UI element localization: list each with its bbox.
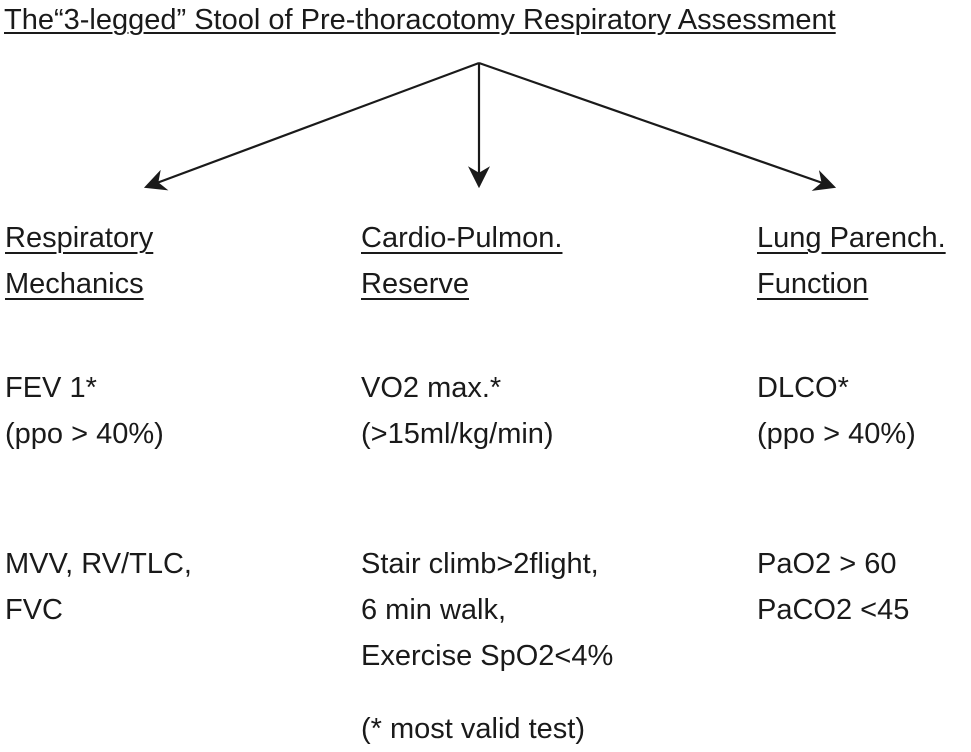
test-item: Exercise SpO2<4% — [361, 640, 614, 672]
heading-line: Cardio-Pulmon. — [361, 222, 563, 254]
heading-line: Function — [757, 268, 869, 300]
heading-line: Lung Parench. — [757, 222, 946, 254]
footnote: (* most valid test) — [361, 713, 585, 745]
secondary-tests-lung: PaO2 > 60 PaCO2 <45 — [757, 541, 909, 633]
heading-lung-parenchymal-function: Lung Parench. Function — [757, 215, 946, 307]
primary-test-respiratory: FEV 1* (ppo > 40%) — [5, 365, 164, 457]
arrow-right — [478, 61, 837, 191]
test-threshold: (>15ml/kg/min) — [361, 418, 554, 450]
test-item: PaCO2 <45 — [757, 594, 910, 626]
diagram-title: The“3-legged” Stool of Pre-thoracotomy R… — [4, 4, 836, 36]
primary-test-cardio: VO2 max.* (>15ml/kg/min) — [361, 365, 554, 457]
test-item: MVV, RV/TLC, — [5, 548, 192, 580]
arrow-left — [143, 61, 480, 191]
heading-cardio-pulmonary-reserve: Cardio-Pulmon. Reserve — [361, 215, 562, 307]
heading-line: Respiratory — [5, 222, 154, 254]
branch-arrows — [143, 61, 837, 191]
test-threshold: (ppo > 40%) — [5, 418, 164, 450]
heading-line: Mechanics — [5, 268, 144, 300]
test-name: VO2 max.* — [361, 372, 502, 404]
secondary-tests-cardio: Stair climb>2flight, 6 min walk, Exercis… — [361, 541, 613, 679]
test-threshold: (ppo > 40%) — [757, 418, 916, 450]
test-name: FEV 1* — [5, 372, 97, 404]
secondary-tests-respiratory: MVV, RV/TLC, FVC — [5, 541, 192, 633]
heading-respiratory-mechanics: Respiratory Mechanics — [5, 215, 153, 307]
test-item: FVC — [5, 594, 63, 626]
test-name: DLCO* — [757, 372, 849, 404]
test-item: Stair climb>2flight, — [361, 548, 599, 580]
primary-test-lung: DLCO* (ppo > 40%) — [757, 365, 916, 457]
heading-line: Reserve — [361, 268, 469, 300]
test-item: PaO2 > 60 — [757, 548, 897, 580]
test-item: 6 min walk, — [361, 594, 507, 626]
